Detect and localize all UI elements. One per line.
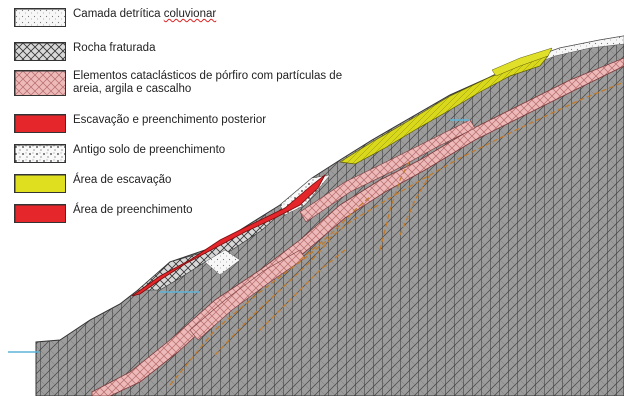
legend-label: Camada detrítica coluvionar xyxy=(73,8,217,20)
legend-item-antigo: Antigo solo de preenchimento xyxy=(14,144,225,163)
fault-lines xyxy=(169,81,624,386)
legend-item-rocha: Rocha fraturada xyxy=(14,42,155,61)
legend-label: Escavação e preenchimento posterior xyxy=(73,114,267,126)
legend-item-area-escavacao: Área de escavação xyxy=(14,174,171,193)
legend-item-escavacao-preenchimento: Escavação e preenchimento posterior xyxy=(14,114,266,133)
legend-item-area-preenchimento: Área de preenchimento xyxy=(14,204,193,223)
legend-item-elementos: Elementos cataclásticos de pórfiro com p… xyxy=(14,70,363,96)
cataclastic-band xyxy=(91,57,624,396)
swatch-solid-red xyxy=(14,204,66,223)
swatch-solid-yellow xyxy=(14,174,66,193)
legend-label: Área de preenchimento xyxy=(73,204,193,216)
swatch-dotted-white xyxy=(14,8,66,27)
swatch-speckled-white xyxy=(14,144,66,163)
legend-label: Área de escavação xyxy=(73,174,172,186)
legend-item-camada: Camada detrítica coluvionar xyxy=(14,8,216,27)
swatch-crosshatch-gray xyxy=(14,42,66,61)
swatch-crosshatch-pink xyxy=(14,70,66,96)
water-level-markers xyxy=(8,119,470,353)
excavation-area xyxy=(338,47,553,165)
legend-label: Antigo solo de preenchimento xyxy=(73,144,226,156)
fill-area xyxy=(131,174,326,297)
legend-label: Elementos cataclásticos de pórfiro com p… xyxy=(73,70,343,95)
legend-label: Rocha fraturada xyxy=(73,42,156,54)
swatch-solid-red xyxy=(14,114,66,133)
